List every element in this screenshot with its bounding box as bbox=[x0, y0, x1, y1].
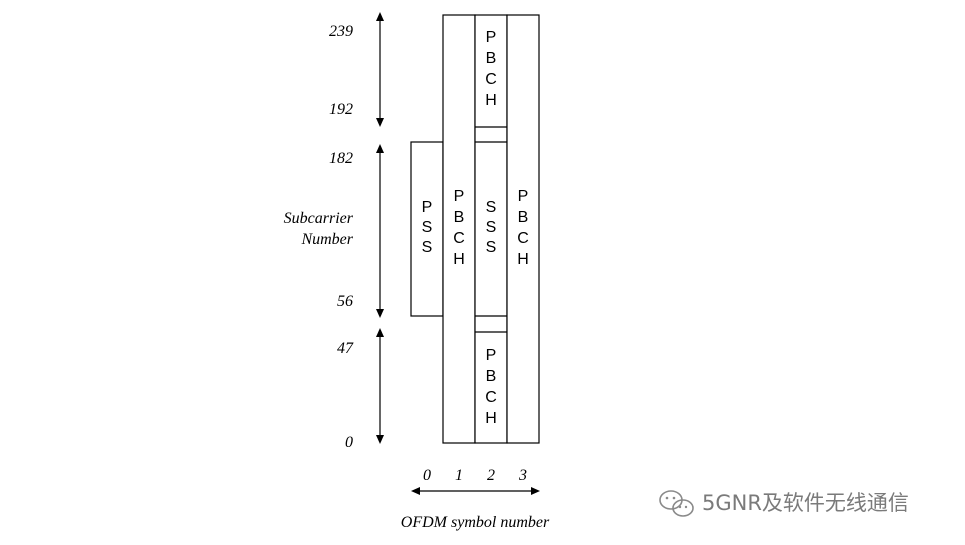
x-tick-1: 1 bbox=[455, 467, 463, 484]
svg-text:H: H bbox=[517, 251, 529, 268]
y-tick-56: 56 bbox=[337, 293, 353, 310]
svg-text:S: S bbox=[486, 219, 497, 236]
y-tick-0: 0 bbox=[345, 434, 353, 451]
sss-label: S S S bbox=[486, 199, 497, 256]
svg-text:B: B bbox=[486, 50, 497, 67]
x-tick-2: 2 bbox=[487, 467, 495, 484]
svg-text:P: P bbox=[454, 188, 465, 205]
svg-text:C: C bbox=[485, 71, 497, 88]
pbch-label-symbol3: P B C H bbox=[517, 188, 529, 268]
watermark-text: 5GNR及软件无线通信 bbox=[702, 491, 909, 515]
svg-text:S: S bbox=[422, 219, 433, 236]
svg-text:H: H bbox=[485, 410, 497, 427]
pbch-label-symbol2-bottom: P B C H bbox=[485, 347, 497, 427]
y-tick-47: 47 bbox=[337, 340, 354, 357]
svg-text:B: B bbox=[518, 209, 529, 226]
x-tick-0: 0 bbox=[423, 467, 431, 484]
symbol2-column bbox=[474, 14, 508, 444]
svg-text:C: C bbox=[453, 230, 465, 247]
range-arrow-sync bbox=[376, 144, 384, 318]
svg-text:S: S bbox=[422, 239, 433, 256]
pbch-block-symbol1 bbox=[442, 14, 476, 444]
x-tick-3: 3 bbox=[518, 467, 527, 484]
svg-text:C: C bbox=[517, 230, 529, 247]
range-arrow-pbch-bottom bbox=[376, 328, 384, 444]
pss-block bbox=[410, 141, 444, 317]
svg-text:B: B bbox=[486, 368, 497, 385]
svg-text:P: P bbox=[518, 188, 529, 205]
wechat-icon bbox=[659, 490, 694, 517]
pbch-block-symbol3 bbox=[506, 14, 540, 444]
y-tick-239: 239 bbox=[329, 23, 353, 40]
y-axis-title-line2: Number bbox=[300, 231, 353, 248]
svg-text:C: C bbox=[485, 389, 497, 406]
x-axis-arrow bbox=[411, 487, 540, 495]
pss-label: P S S bbox=[422, 199, 433, 256]
range-arrow-pbch-top bbox=[376, 12, 384, 127]
y-axis-title-line1: Subcarrier bbox=[284, 210, 354, 227]
svg-text:H: H bbox=[453, 251, 465, 268]
x-axis-title: OFDM symbol number bbox=[401, 514, 550, 531]
svg-text:P: P bbox=[486, 347, 497, 364]
svg-text:H: H bbox=[485, 92, 497, 109]
svg-text:S: S bbox=[486, 199, 497, 216]
svg-text:P: P bbox=[486, 29, 497, 46]
y-tick-182: 182 bbox=[329, 150, 353, 167]
svg-text:P: P bbox=[422, 199, 433, 216]
y-tick-192: 192 bbox=[329, 101, 353, 118]
pbch-label-symbol1: P B C H bbox=[453, 188, 465, 268]
svg-text:B: B bbox=[454, 209, 465, 226]
svg-text:S: S bbox=[486, 239, 497, 256]
pbch-label-symbol2-top: P B C H bbox=[485, 29, 497, 109]
